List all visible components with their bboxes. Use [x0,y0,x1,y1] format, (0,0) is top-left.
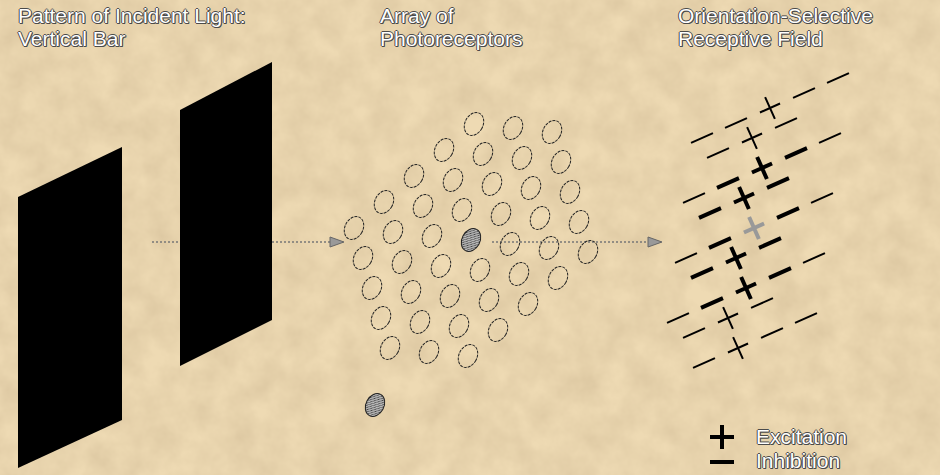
inhibition-mark [691,133,713,143]
inhibition-mark [725,118,747,128]
photoreceptor [478,169,505,199]
inhibition-mark [761,328,783,338]
photoreceptor [556,177,583,207]
photoreceptor [526,203,553,233]
inhibition-mark [793,88,815,98]
inhibition-mark [683,193,705,203]
photoreceptor [415,337,442,367]
inhibition-mark [785,148,807,158]
legend-text: Excitation [756,425,847,448]
photoreceptor [457,225,484,255]
excitation-symbol [710,425,734,449]
photoreceptor [475,285,502,315]
photoreceptor [397,277,424,307]
vertical-bar [180,62,272,366]
vertical-bar [18,147,122,468]
photoreceptor [340,213,367,243]
excitation-mark [729,183,759,214]
photoreceptor [400,161,427,191]
inhibition-mark [769,268,791,278]
inhibition-mark [811,193,833,203]
photoreceptor [514,289,541,319]
photoreceptor [388,247,415,277]
inhibition-mark [693,358,715,368]
photoreceptor [544,263,571,293]
arrowhead [648,237,662,247]
inhibition-mark [675,253,697,263]
photoreceptor [499,113,526,143]
photoreceptor [454,341,481,371]
inhibition-mark [683,328,705,338]
photoreceptor [418,221,445,251]
photoreceptor [565,207,592,237]
excitation-mark [721,243,751,274]
photoreceptor [370,187,397,217]
photoreceptor [460,109,487,139]
photoreceptor [508,143,535,173]
photoreceptor [469,139,496,169]
photoreceptor [430,135,457,165]
photoreceptor [439,165,466,195]
photoreceptor [448,195,475,225]
photoreceptor [367,303,394,333]
photoreceptor [535,233,562,263]
photoreceptor-array [340,109,601,420]
heading: Array of Photoreceptors [380,4,550,50]
photoreceptor [487,199,514,229]
inhibition-mark [767,178,789,188]
inhibition-mark [819,133,841,143]
inhibition-mark [759,238,781,248]
photoreceptor [538,117,565,147]
inhibition-mark [709,238,731,248]
inhibition-symbol [710,460,734,464]
photoreceptor [574,237,601,267]
inhibition-mark [701,298,723,308]
signal-path [492,241,650,242]
photoreceptor [436,281,463,311]
photoreceptor [349,243,376,273]
photoreceptor [496,229,523,259]
arrowhead [330,237,344,247]
photoreceptor [409,191,436,221]
photoreceptor [376,333,403,363]
inhibition-mark [667,313,689,323]
excitation-mark [713,303,743,334]
excitation-mark [755,93,785,124]
photoreceptor [517,173,544,203]
heading: Pattern of Incident Light: Vertical Bar [18,4,278,50]
excitation-mark [747,153,777,184]
photoreceptor [379,217,406,247]
photoreceptor [547,147,574,177]
photoreceptor [466,255,493,285]
photoreceptor [361,390,388,420]
inhibition-mark [775,118,797,128]
inhibition-mark [717,178,739,188]
photoreceptor [406,307,433,337]
inhibition-mark [795,313,817,323]
photoreceptor [427,251,454,281]
inhibition-mark [699,208,721,218]
legend-text: Inhibition [756,449,840,472]
heading: Orientation-Selective Receptive Field [678,4,928,50]
excitation-mark [731,273,761,304]
inhibition-mark [803,253,825,263]
excitation-mark [723,333,753,364]
inhibition-mark [751,298,773,308]
receptive-field [667,73,849,368]
photoreceptor [505,259,532,289]
inhibition-mark [707,148,729,158]
photoreceptor [445,311,472,341]
inhibition-mark [827,73,849,83]
excitation-mark [739,213,769,244]
photoreceptor [358,273,385,303]
inhibition-mark [691,268,713,278]
excitation-mark [737,123,767,154]
inhibition-mark [777,208,799,218]
photoreceptor [484,315,511,345]
